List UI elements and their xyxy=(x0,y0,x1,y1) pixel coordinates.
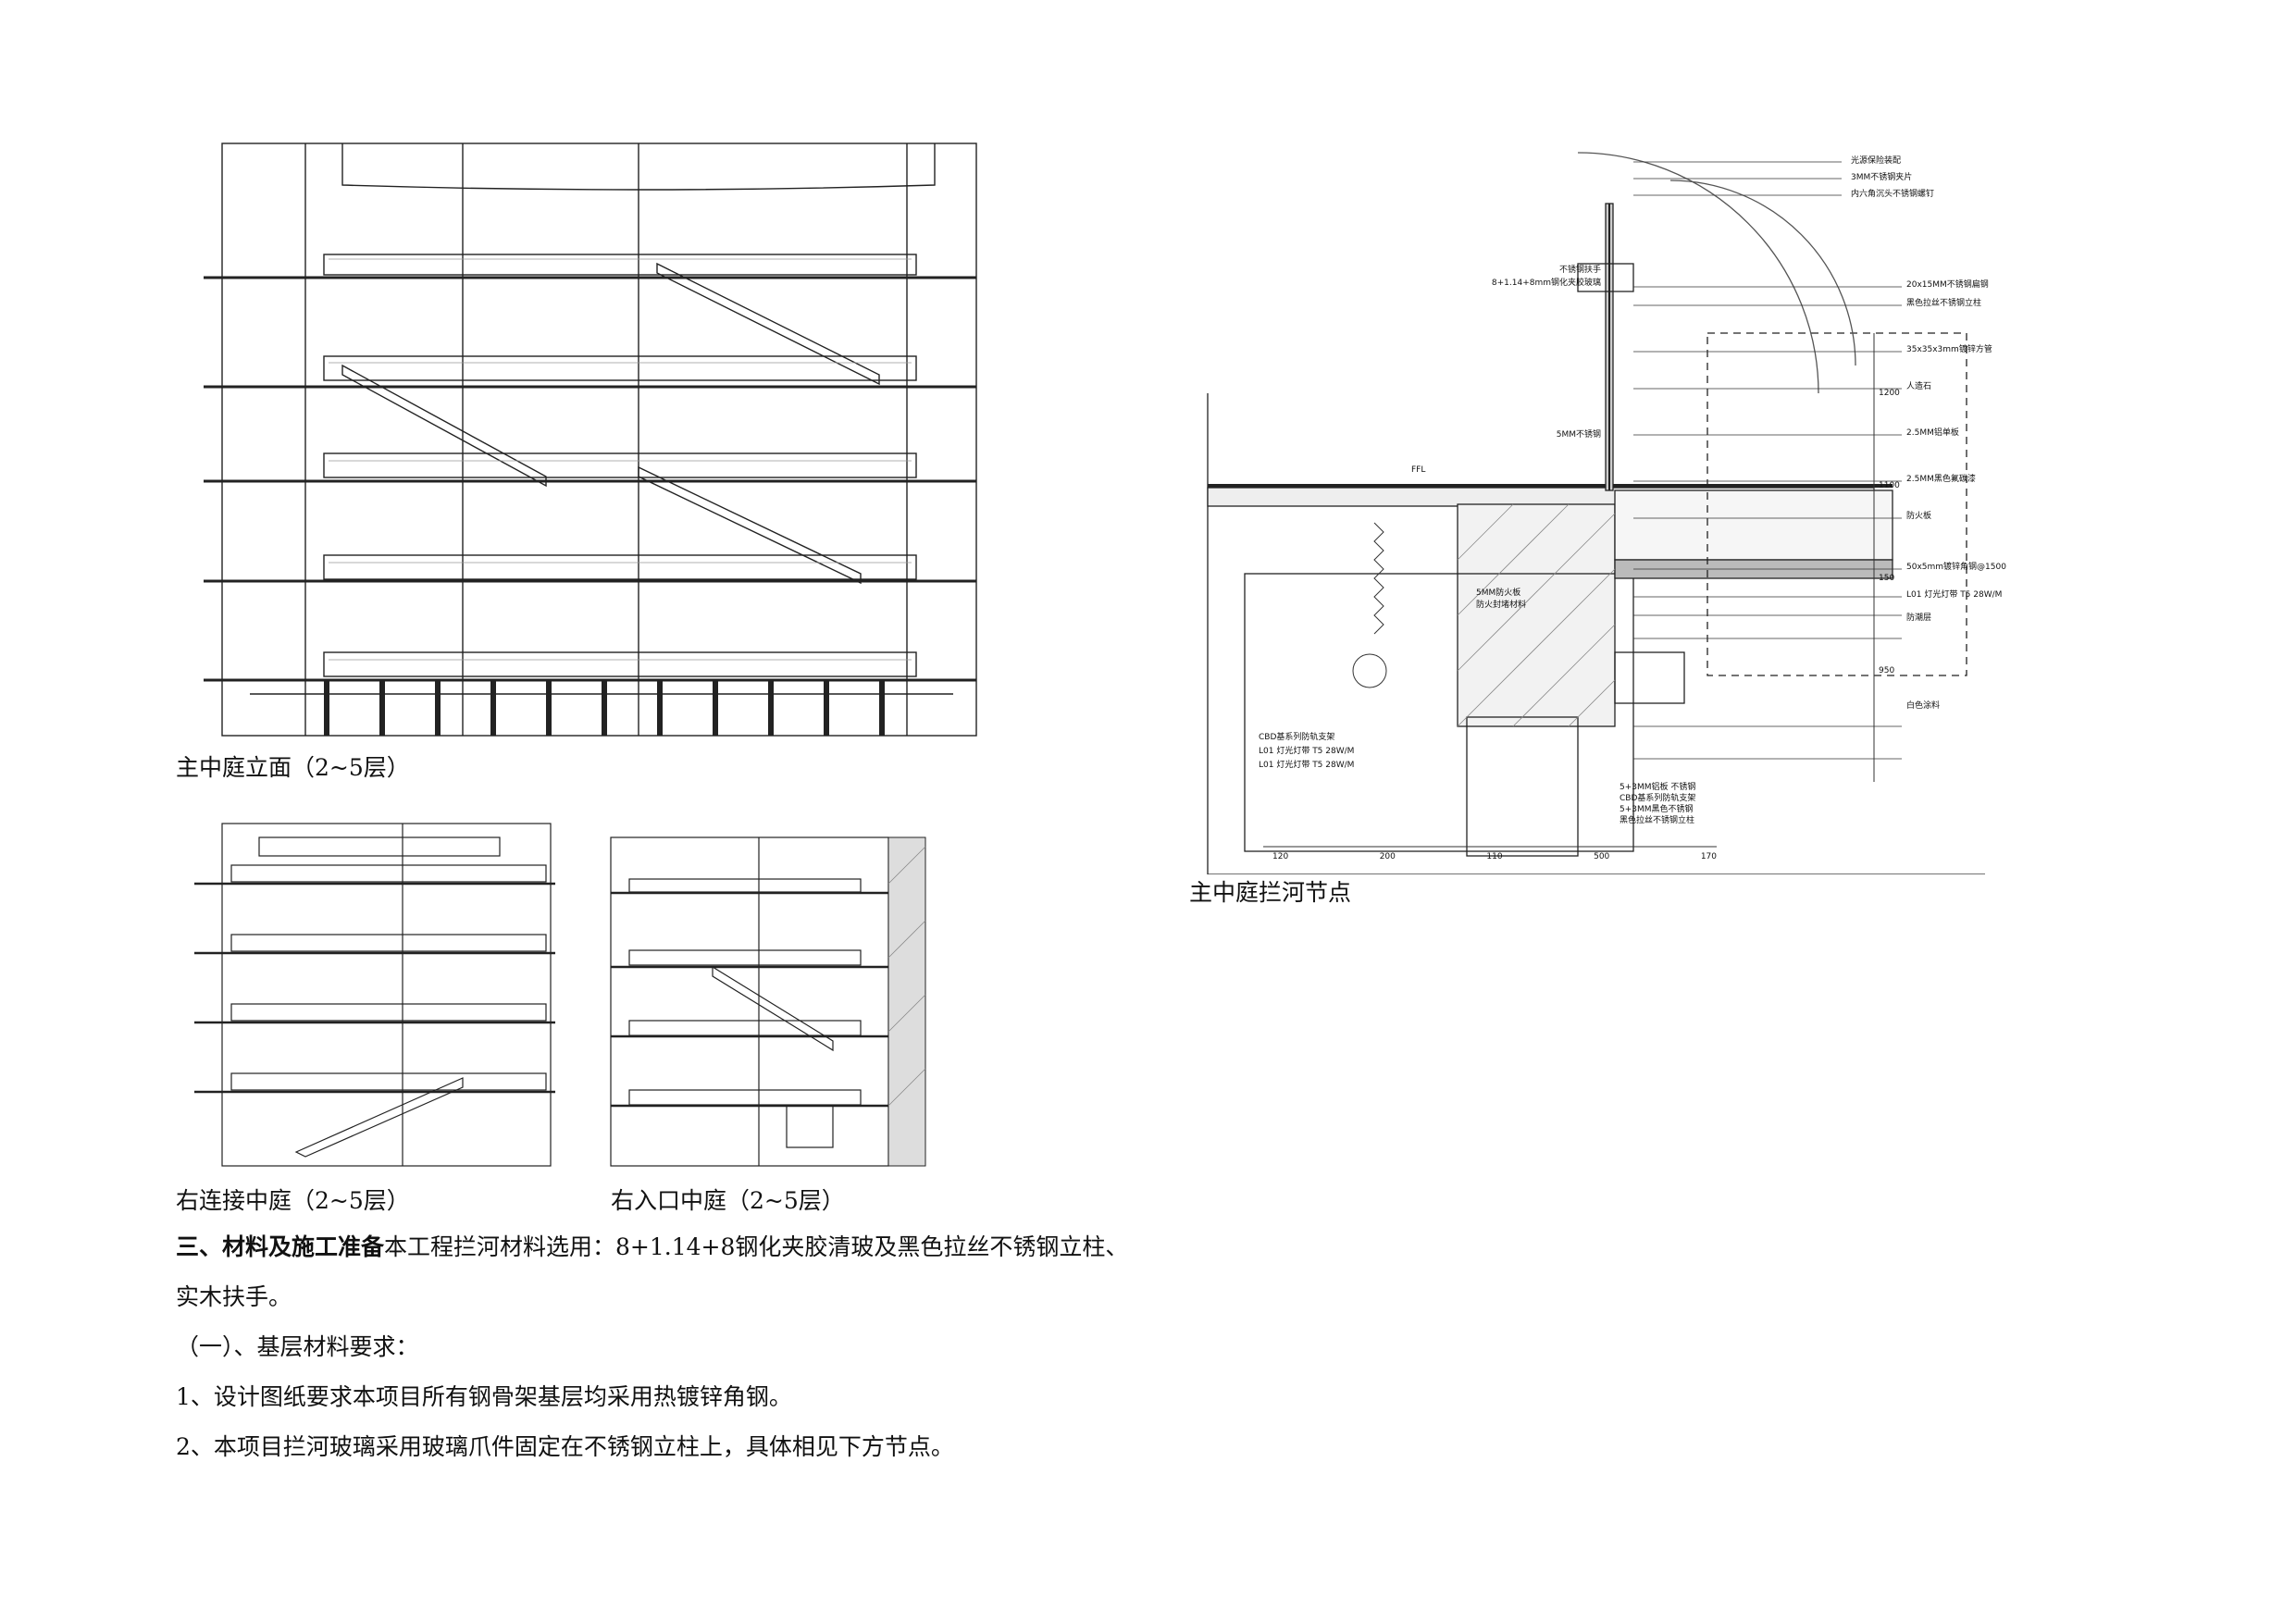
label-l5: 8+1.14+8mm钢化夹胶玻璃 xyxy=(1491,279,1601,288)
dim-d1: 120 xyxy=(1272,852,1289,861)
label-l2: 3MM不锈钢夹片 xyxy=(1851,173,1913,182)
label-l16: 防潮层 xyxy=(1906,613,1932,623)
dim-v2: 1100 xyxy=(1879,481,1900,490)
label-l11: 2.5MM铝单板 xyxy=(1906,428,1959,438)
label-l8: 黑色拉丝不锈钢立柱 xyxy=(1906,299,1982,308)
label-l18: CBD基系列防轨支架 xyxy=(1259,733,1335,742)
dim-d5: 170 xyxy=(1700,852,1717,861)
dim-d3: 110 xyxy=(1486,852,1503,861)
subsection-heading: （一）、基层材料要求： xyxy=(176,1333,419,1360)
label-l17: 白色涂料 xyxy=(1906,701,1941,711)
list-item-1: 1、设计图纸要求本项目所有钢骨架基层均采用热镀锌角钢。 xyxy=(176,1383,792,1410)
section-heading: 三、材料及施工准备 xyxy=(176,1233,385,1260)
label-l26: 黑色拉丝不锈钢立柱 xyxy=(1620,816,1695,825)
main-atrium-elevation-caption: 主中庭立面（2~5层） xyxy=(176,754,410,781)
dim-v1: 1200 xyxy=(1879,389,1900,398)
label-l24: 5MM防火板 xyxy=(1476,588,1521,598)
balustrade-node-detail-caption: 主中庭拦河节点 xyxy=(1189,879,1352,906)
balustrade-node-detail-drawing: 光源保险装配 3MM不锈钢夹片 内六角沉头不锈钢螺钉 20x15MM不锈钢扁钢 … xyxy=(1189,134,2008,874)
right-connecting-atrium-drawing xyxy=(176,800,565,1171)
dim-v3: 150 xyxy=(1879,574,1895,583)
label-ffl: FFL xyxy=(1411,465,1426,475)
label-l19: L01 灯光灯带 T5 28W/M xyxy=(1259,747,1355,756)
label-l3: 内六角沉头不锈钢螺钉 xyxy=(1851,190,1935,199)
label-l7: 20x15MM不锈钢扁钢 xyxy=(1906,280,1989,290)
list-item-2: 2、本项目拦河玻璃采用玻璃爪件固定在不锈钢立柱上，具体相见下方节点。 xyxy=(176,1433,954,1460)
dim-d2: 200 xyxy=(1379,852,1396,861)
label-l4: 不锈钢扶手 xyxy=(1558,266,1601,275)
label-l22: 5+3MM黑色不锈钢 xyxy=(1620,805,1694,814)
label-l10: 人造石 xyxy=(1906,382,1932,391)
label-l14: 50x5mm镀锌角钢@1500 xyxy=(1906,563,2006,572)
label-l20: 5+3MM铝板 不锈钢 xyxy=(1620,783,1696,792)
dim-d4: 500 xyxy=(1594,852,1610,861)
right-entrance-atrium-caption: 右入口中庭（2~5层） xyxy=(611,1187,845,1214)
section-heading-line: 三、材料及施工准备本工程拦河材料选用：8+1.14+8钢化夹胶清玻及黑色拉丝不锈… xyxy=(176,1233,1128,1261)
label-l15b: L01 灯光灯带 T5 28W/M xyxy=(1259,761,1355,770)
dim-v4: 950 xyxy=(1879,666,1895,675)
label-l12: 2.5MM黑色氟碳漆 xyxy=(1906,475,1976,484)
label-l6: 5MM不锈钢 xyxy=(1556,430,1601,440)
label-l25: 防火封堵材料 xyxy=(1476,601,1527,610)
right-connecting-atrium-caption: 右连接中庭（2~5层） xyxy=(176,1187,410,1214)
section-heading-rest: 本工程拦河材料选用：8+1.14+8钢化夹胶清玻及黑色拉丝不锈钢立柱、 xyxy=(384,1233,1129,1260)
label-l9: 35x35x3mm镀锌方管 xyxy=(1906,345,1992,354)
label-l1: 光源保险装配 xyxy=(1851,156,1902,166)
label-l13: 防火板 xyxy=(1906,512,1932,521)
section-heading-continuation: 实木扶手。 xyxy=(176,1283,292,1310)
main-atrium-elevation-drawing xyxy=(176,139,981,740)
label-l15: L01 灯光灯带 T5 28W/M xyxy=(1906,590,2003,600)
right-entrance-atrium-drawing xyxy=(592,828,930,1171)
label-l21: CBD基系列防轨支架 xyxy=(1620,794,1696,803)
